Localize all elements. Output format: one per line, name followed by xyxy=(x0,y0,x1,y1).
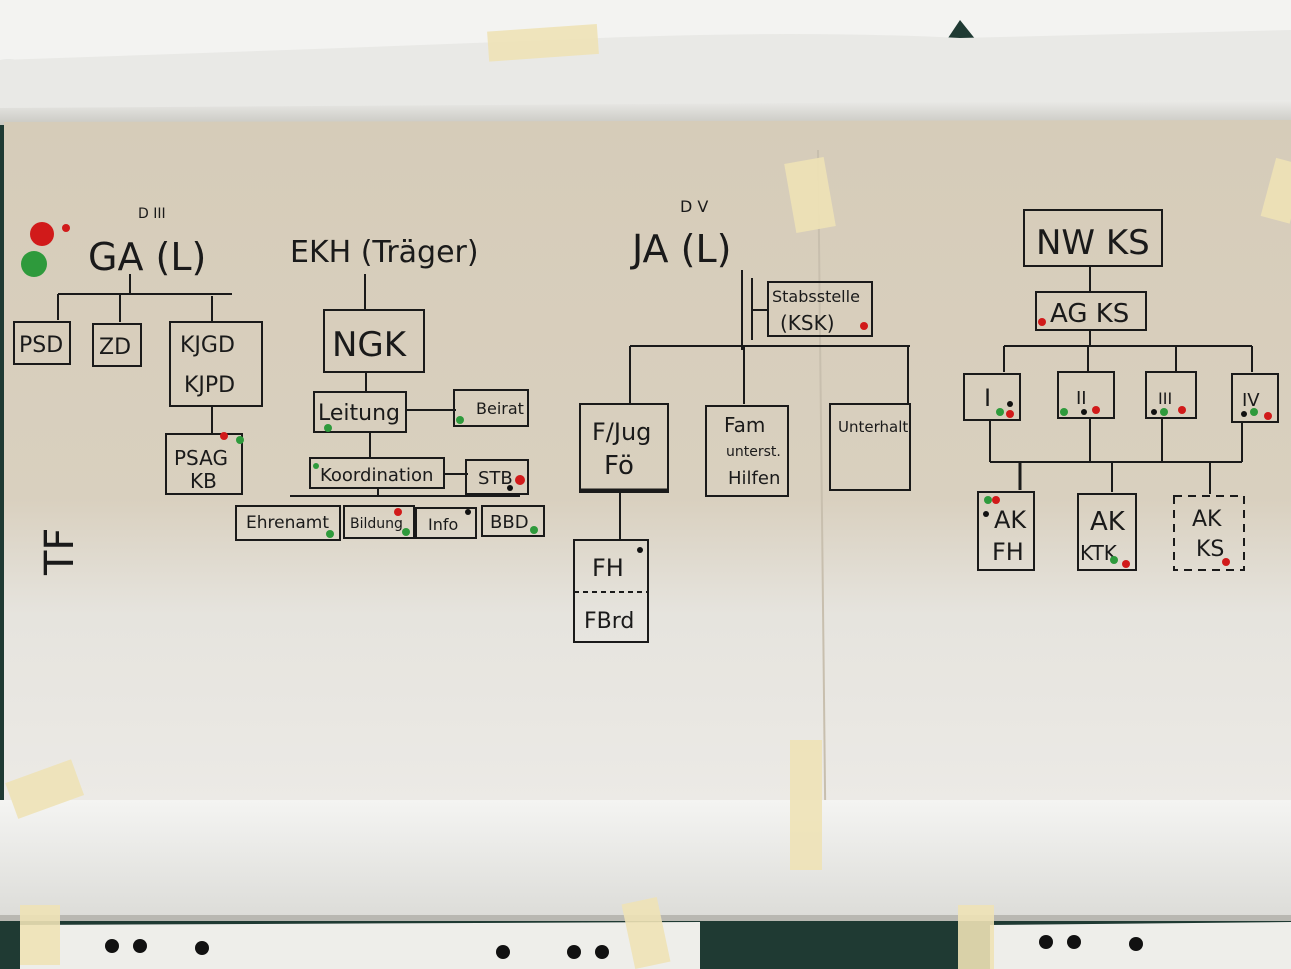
ja-superscript: D V xyxy=(680,197,708,216)
ja-section xyxy=(573,270,911,643)
info-box xyxy=(415,507,477,539)
kjpd-label: KJPD xyxy=(184,373,235,398)
akks-box xyxy=(1173,495,1245,571)
roman-ii: II xyxy=(1076,388,1087,409)
bildung-label: Bildung xyxy=(350,516,403,532)
hilfen-label: Hilfen xyxy=(728,468,780,489)
ja-title: JA (L) xyxy=(630,227,731,271)
nwks-dots xyxy=(983,318,1272,568)
fo-label: Fö xyxy=(604,451,634,481)
agks-label: AG KS xyxy=(1050,299,1129,329)
koordination-label: Koordination xyxy=(320,465,433,486)
ekh-section xyxy=(235,274,545,541)
nwks-box xyxy=(1023,209,1163,267)
roman-iii: III xyxy=(1158,389,1172,408)
leitung-label: Leitung xyxy=(318,401,400,426)
beirat-label: Beirat xyxy=(476,399,524,418)
kjgd-box xyxy=(169,321,263,407)
beirat-box xyxy=(453,389,529,427)
info-label: Info xyxy=(428,515,458,534)
box-iv xyxy=(1231,373,1279,423)
ehrenamt-label: Ehrenamt xyxy=(246,513,329,533)
box-i xyxy=(963,373,1021,421)
ja-dots xyxy=(637,322,868,553)
akfh-fh-label: FH xyxy=(992,538,1024,566)
akktk-box xyxy=(1077,493,1137,571)
fam-label: Fam xyxy=(724,413,765,437)
legend-green-dot xyxy=(21,251,47,277)
roman-iv: IV xyxy=(1242,390,1260,411)
unterst-label: unterst. xyxy=(726,444,781,460)
ga-title: GA (L) xyxy=(88,235,206,279)
fam-box xyxy=(705,405,789,497)
unterhalt-label: Unterhalt xyxy=(838,418,908,436)
ehrenamt-box xyxy=(235,505,341,541)
psag-box xyxy=(165,433,243,495)
psag-label: PSAG xyxy=(174,446,228,470)
psd-label: PSD xyxy=(19,333,63,358)
fjug-box xyxy=(579,403,669,493)
ngk-label: NGK xyxy=(332,325,408,365)
unterhalt-box xyxy=(829,403,911,491)
kb-label: KB xyxy=(190,469,217,493)
top-paper-strip xyxy=(0,0,1291,125)
akktk-ak-label: AK xyxy=(1090,507,1126,537)
stabsstelle-box xyxy=(767,281,873,337)
ga-dots xyxy=(220,432,244,444)
ekh-dots xyxy=(313,416,538,538)
fjug-label: F/Jug xyxy=(592,418,651,446)
bbd-box xyxy=(481,505,545,537)
stabsstelle-label: Stabsstelle xyxy=(772,287,860,306)
akfh-box xyxy=(977,491,1035,571)
fbrd-label: FBrd xyxy=(584,609,634,634)
box-iii xyxy=(1145,371,1197,419)
akks-ak-label: AK xyxy=(1192,507,1222,532)
roman-i: I xyxy=(984,384,991,412)
legend xyxy=(21,222,70,277)
ksk-label: (KSK) xyxy=(780,311,835,335)
akfh-ak-label: AK xyxy=(994,506,1027,534)
ekh-title: EKH (Träger) xyxy=(290,235,479,270)
stb-box xyxy=(465,459,529,495)
psd-box xyxy=(13,321,71,365)
ga-superscript: D III xyxy=(138,206,166,222)
ga-section xyxy=(13,274,263,495)
box-ii xyxy=(1057,371,1115,419)
nwks-section xyxy=(963,209,1279,571)
margin-note-tf: TF xyxy=(37,528,83,576)
main-paper-sheet xyxy=(4,120,1291,881)
leitung-box xyxy=(313,391,407,433)
zd-box xyxy=(92,323,142,367)
kjgd-label: KJGD xyxy=(180,333,235,358)
ngk-box xyxy=(323,309,425,373)
bildung-box xyxy=(343,505,415,539)
legend-red-dot xyxy=(30,222,54,246)
nwks-title: NW KS xyxy=(1036,223,1150,263)
akks-ks-label: KS xyxy=(1196,537,1224,562)
tape-pieces xyxy=(5,23,1291,969)
fh-label: FH xyxy=(592,554,624,582)
bbd-label: BBD xyxy=(490,512,529,533)
stb-label: STB xyxy=(478,468,513,489)
zd-label: ZD xyxy=(99,335,131,360)
